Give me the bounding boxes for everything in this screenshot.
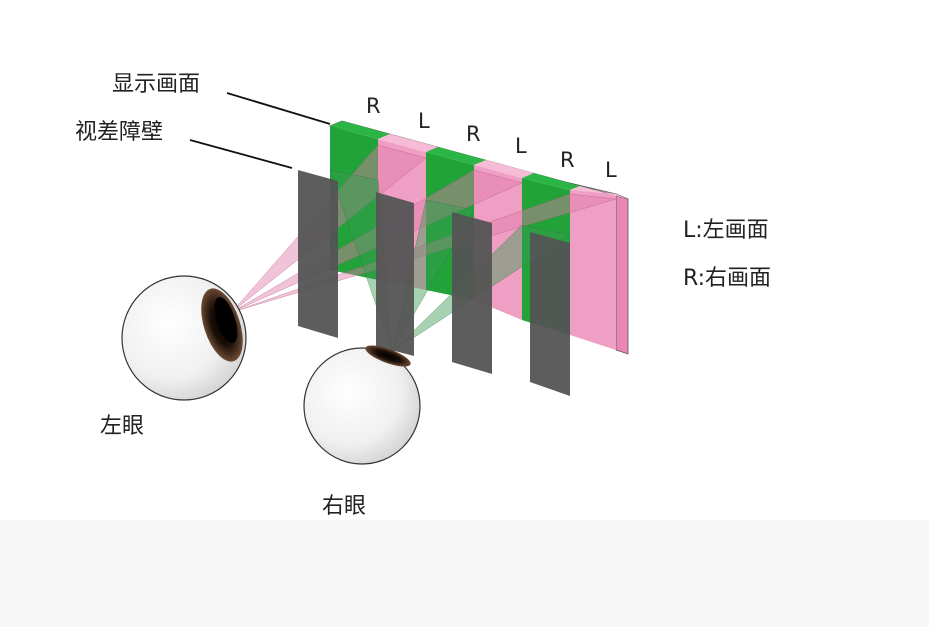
right-eye-label: 右眼 <box>322 494 367 519</box>
pixel-column-label: R <box>560 148 575 172</box>
left-eye-label: 左眼 <box>100 414 145 439</box>
right-eyeball <box>303 347 421 465</box>
pixel-strip-top-2 <box>378 134 438 152</box>
pixel-strip-top-5 <box>522 173 580 190</box>
left-pupil <box>214 297 238 343</box>
left-eye <box>121 275 247 401</box>
pixel-strip-6-L <box>570 190 616 350</box>
parallax-barrier <box>298 170 570 396</box>
right-eye <box>303 345 421 465</box>
pixel-column-label: L <box>515 134 527 158</box>
legend-left-image: L:左画面 <box>683 218 769 243</box>
barrier-slat-4 <box>530 232 570 396</box>
pixel-strip-top-3 <box>426 147 486 165</box>
bottom-margin <box>0 520 929 627</box>
barrier-slat-1 <box>298 170 338 338</box>
pixel-column-label: L <box>605 158 617 182</box>
pixel-column-label: R <box>366 94 381 118</box>
barrier-leader-line <box>189 139 293 169</box>
barrier-slat-2 <box>376 192 414 356</box>
pixel-strip-top-6 <box>570 186 628 199</box>
pixel-column-label: R <box>466 122 481 146</box>
pixel-strip-top-1 <box>330 121 390 139</box>
right-iris <box>365 345 411 367</box>
pixel-strip-1-R <box>330 126 378 280</box>
pixel-strip-top-4 <box>474 160 534 178</box>
display-screen-label: 显示画面 <box>112 72 201 97</box>
legend-right-image: R:右画面 <box>683 266 772 291</box>
display-side-face <box>615 193 629 355</box>
parallax-barrier-label: 视差障壁 <box>75 120 164 145</box>
pixel-column-label: L <box>418 109 430 133</box>
barrier-slat-3 <box>452 212 492 374</box>
display-leader-line <box>226 92 331 125</box>
